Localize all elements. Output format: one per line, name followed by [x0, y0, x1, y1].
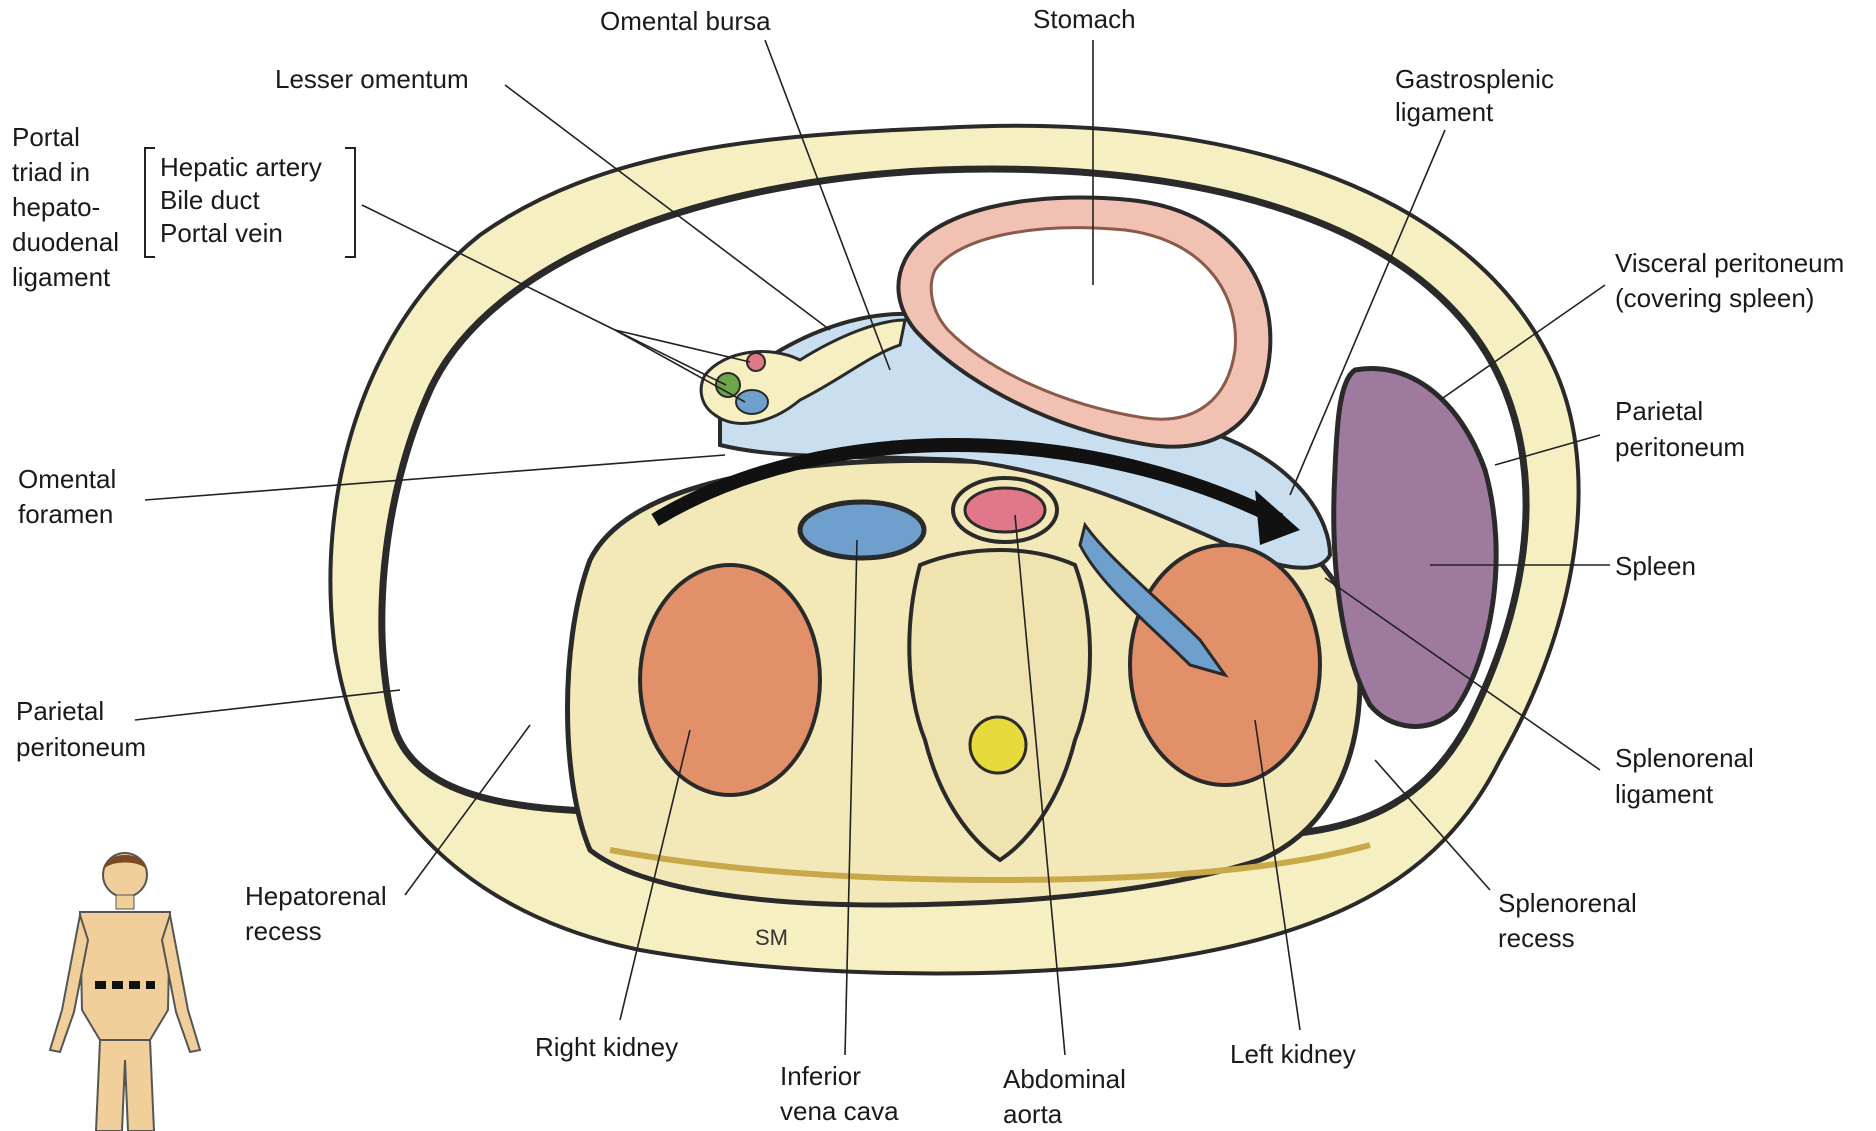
label-omental-bursa: Omental bursa: [600, 6, 771, 36]
label-hepatorenal-recess-2: recess: [245, 916, 322, 946]
label-omental-foramen-1: Omental: [18, 464, 116, 494]
label-right-kidney: Right kidney: [535, 1032, 678, 1062]
orientation-figure: [50, 853, 200, 1131]
right-kidney-organ: [640, 565, 820, 795]
label-splenorenal-ligament-1: Splenorenal: [1615, 743, 1754, 773]
label-gastrosplenic-2: ligament: [1395, 97, 1494, 127]
label-ivc-2: vena cava: [780, 1096, 899, 1126]
label-bile-duct: Bile duct: [160, 185, 260, 215]
label-omental-foramen-2: foramen: [18, 499, 113, 529]
label-visceral-peritoneum-1: Visceral peritoneum: [1615, 248, 1844, 278]
aorta-lumen: [965, 488, 1045, 532]
label-portal-triad-2: triad in: [12, 157, 90, 187]
label-parietal-peritoneum-left-2: peritoneum: [16, 732, 146, 762]
cross-section-illustration: [330, 126, 1578, 974]
label-splenorenal-recess-1: Splenorenal: [1498, 888, 1637, 918]
ivc-vessel: [800, 502, 924, 558]
figure-torso: [80, 912, 170, 1040]
label-portal-triad-4: duodenal: [12, 227, 119, 257]
label-aorta-2: aorta: [1003, 1099, 1063, 1129]
label-portal-triad-1: Portal: [12, 122, 80, 152]
label-ivc-1: Inferior: [780, 1061, 861, 1091]
label-portal-vein: Portal vein: [160, 218, 283, 248]
label-portal-triad-5: ligament: [12, 262, 111, 292]
left-kidney-organ: [1130, 545, 1320, 785]
label-left-kidney: Left kidney: [1230, 1039, 1356, 1069]
label-gastrosplenic-1: Gastrosplenic: [1395, 64, 1554, 94]
bracket-left: [145, 148, 155, 257]
label-parietal-peritoneum-right-2: peritoneum: [1615, 432, 1745, 462]
label-splenorenal-ligament-2: ligament: [1615, 779, 1714, 809]
label-splenorenal-recess-2: recess: [1498, 923, 1575, 953]
label-parietal-peritoneum-left-1: Parietal: [16, 696, 104, 726]
portal-vein-vessel: [736, 390, 768, 414]
label-hepatorenal-recess-1: Hepatorenal: [245, 881, 387, 911]
spinal-cord: [970, 717, 1026, 773]
artist-signature: SM: [755, 925, 788, 950]
label-portal-triad-3: hepato-: [12, 192, 100, 222]
label-aorta-1: Abdominal: [1003, 1064, 1126, 1094]
figure-legs: [96, 1040, 154, 1131]
label-spleen: Spleen: [1615, 551, 1696, 581]
label-hepatic-artery: Hepatic artery: [160, 152, 322, 182]
bracket-right: [345, 148, 355, 257]
label-parietal-peritoneum-right-1: Parietal: [1615, 396, 1703, 426]
label-visceral-peritoneum-2: (covering spleen): [1615, 283, 1814, 313]
label-stomach: Stomach: [1033, 4, 1136, 34]
label-lesser-omentum: Lesser omentum: [275, 64, 469, 94]
figure-neck: [116, 895, 134, 909]
